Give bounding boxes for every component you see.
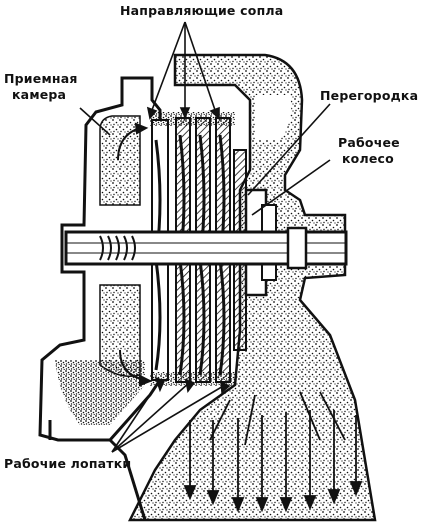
label-working-wheel-line1: Рабочее [338,135,400,150]
leader-lines [79,21,331,453]
label-partition: Перегородка [320,88,419,103]
label-working-wheel-line2: колесо [342,151,394,166]
label-working-blades: Рабочие лопатки [4,456,132,471]
receiving-chamber [38,76,162,521]
label-receiving-chamber-line2: камера [12,87,67,102]
label-guide-nozzles: Направляющие сопла [120,3,284,18]
outflow-arrows [183,391,363,513]
label-receiving-chamber-line1: Приемная [4,71,78,86]
shaft [64,226,348,270]
inflow-arrows [117,122,153,387]
